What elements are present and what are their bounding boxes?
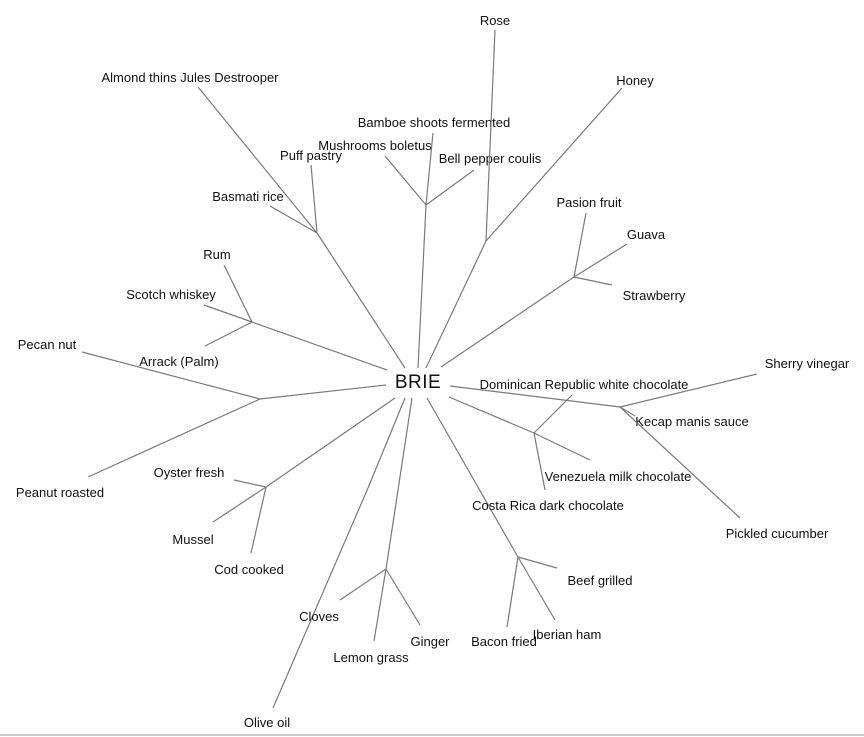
branch-edge [417,204,427,369]
leaf-edge [533,432,591,461]
leaf-edge [269,205,318,234]
leaf-label: Dominican Republic white chocolate [480,377,689,392]
leaf-label: Bacon fried [471,634,537,649]
leaf-label: Bamboe shoots fermented [358,115,510,130]
leaf-label: Beef grilled [567,573,632,588]
branch-edge [449,385,621,408]
leaf-label: Mussel [172,532,213,547]
branch-edge [385,397,413,570]
leaf-label: Ginger [410,634,450,649]
branch-edge [426,397,519,558]
leaf-label: Kecap manis sauce [635,414,748,429]
root-label: BRIE [395,372,441,393]
branch-edge [265,397,396,488]
leaf-label: Sherry vinegar [765,356,850,371]
leaf-edge [384,155,427,206]
leaf-edge [233,479,267,488]
leaf-edge [425,132,434,206]
leaf-edge [533,432,546,491]
leaf-label: Oyster fresh [154,465,225,480]
leaf-edge [272,487,369,709]
branch-edge [367,397,406,489]
branch-edge [316,232,406,369]
leaf-label: Venezuela milk chocolate [545,469,692,484]
leaf-label: Iberian ham [533,627,602,642]
leaf-edge [573,212,587,278]
leaf-label: Puff pastry [280,148,342,163]
branch-edge [251,321,388,371]
leaf-edge [517,556,558,569]
leaf-label: Cod cooked [214,562,283,577]
leaf-label: Pickled cucumber [726,526,829,541]
leaf-edge [385,568,421,626]
leaf-label: Costa Rica dark chocolate [472,498,624,513]
leaf-edge [485,29,496,242]
leaf-label: Cloves [299,609,339,624]
leaf-label: Almond thins Jules Destrooper [101,70,279,85]
leaf-edge [533,394,573,434]
branch-edge [425,240,487,369]
leaf-edge [203,304,253,323]
branch-edge [448,396,535,434]
leaf-label: Peanut roasted [16,485,104,500]
leaf-edge [573,276,613,286]
leaf-label: Lemon grass [333,650,409,665]
leaf-edge [310,164,318,234]
leaf-label: Pecan nut [18,337,77,352]
leaf-edge [204,321,253,347]
leaf-edge [619,406,741,519]
leaf-edge [425,169,475,206]
leaf-edge [619,373,758,408]
leaf-label: Rum [203,247,230,262]
leaf-edge [87,398,261,478]
branch-edge [440,276,575,368]
leaf-edge [212,486,267,523]
leaf-label: Guava [627,227,666,242]
leaf-edge [339,568,387,601]
leaf-edge [223,264,253,323]
leaf-label: Pasion fruit [556,195,621,210]
leaf-label: Olive oil [244,715,290,730]
leaf-edge [573,243,628,278]
leaf-label: Basmati rice [212,189,284,204]
leaf-edge [250,486,267,554]
leaf-edge [373,568,387,642]
leaf-edge [506,556,519,628]
leaf-label: Mushrooms boletus [318,138,432,153]
leaf-label: Bell pepper coulis [439,151,542,166]
branch-edge [259,384,387,400]
leaf-edge [485,87,623,242]
leaf-label: Rose [480,13,510,28]
leaf-label: Honey [616,73,654,88]
leaf-label: Strawberry [623,288,686,303]
leaf-edge [81,351,261,400]
leaf-label: Arrack (Palm) [139,354,218,369]
leaf-edge [197,86,318,234]
leaf-label: Scotch whiskey [126,287,216,302]
leaf-edge [517,556,556,621]
